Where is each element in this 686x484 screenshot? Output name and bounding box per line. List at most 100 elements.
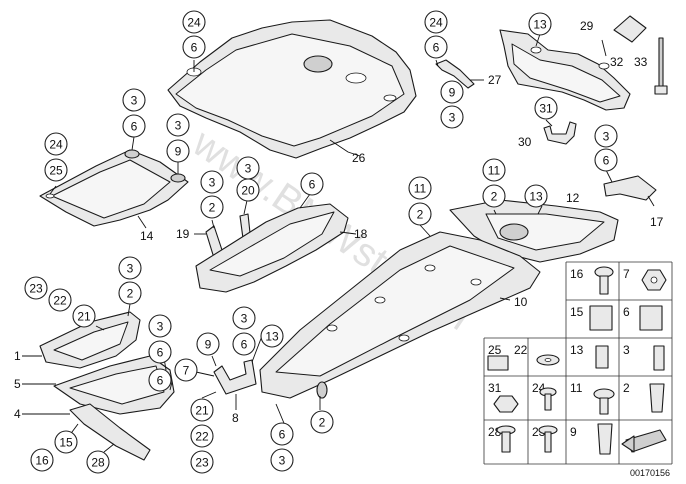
callout-21: 21 <box>72 304 96 328</box>
svg-text:7: 7 <box>183 364 190 378</box>
callout-24: 24 <box>424 10 448 34</box>
callout-21: 21 <box>190 398 214 422</box>
svg-text:3: 3 <box>449 111 456 125</box>
svg-text:6: 6 <box>279 428 286 442</box>
callout-11: 11 <box>408 176 432 200</box>
fastener-icons <box>487 266 667 455</box>
svg-text:13: 13 <box>533 18 547 32</box>
sleeve-icon <box>595 345 609 369</box>
part-14-shield <box>39 149 189 229</box>
callout-3: 3 <box>200 170 224 194</box>
svg-text:16: 16 <box>35 454 49 468</box>
svg-text:21: 21 <box>195 404 209 418</box>
part-30-bracket <box>543 121 577 145</box>
svg-text:24: 24 <box>429 16 443 30</box>
callout-13: 13 <box>260 324 284 348</box>
svg-text:9: 9 <box>449 86 456 100</box>
grid-label-31: 31 <box>488 381 502 395</box>
hex-nut-icon <box>493 395 519 413</box>
screw-icon <box>539 387 557 411</box>
callout-6: 6 <box>148 368 172 392</box>
plain-labels: 27 29 32 33 26 30 14 19 18 12 17 10 1 5 … <box>14 19 664 425</box>
svg-text:9: 9 <box>175 145 182 159</box>
svg-text:3: 3 <box>603 130 610 144</box>
bolt-washer-icon <box>593 388 615 415</box>
label-14: 14 <box>140 229 154 243</box>
callout-9: 9 <box>196 332 220 356</box>
grid-label-9: 9 <box>570 425 577 439</box>
grid-label-15: 15 <box>570 305 584 319</box>
clip-nut-icon <box>589 305 613 331</box>
svg-text:24: 24 <box>49 138 63 152</box>
part-32-plate <box>613 15 647 43</box>
grid-label-11: 11 <box>570 381 583 395</box>
part-4-strut <box>22 403 151 461</box>
svg-text:23: 23 <box>195 456 209 470</box>
grid-label-6: 6 <box>623 305 630 319</box>
rivet-icon <box>496 425 516 453</box>
label-17: 17 <box>650 215 664 229</box>
part-10-floor-panel <box>259 231 541 399</box>
expanding-nut-icon <box>597 423 613 455</box>
svg-text:15: 15 <box>59 436 73 450</box>
svg-text:13: 13 <box>529 190 543 204</box>
label-30: 30 <box>518 135 532 149</box>
svg-text:6: 6 <box>603 154 610 168</box>
svg-text:24: 24 <box>187 16 201 30</box>
part-26-shield <box>167 19 417 159</box>
grid-label-16: 16 <box>570 267 584 281</box>
callout-24: 24 <box>182 10 206 34</box>
svg-text:22: 22 <box>195 430 209 444</box>
svg-text:22: 22 <box>53 294 67 308</box>
svg-text:3: 3 <box>241 312 248 326</box>
svg-text:3: 3 <box>175 119 182 133</box>
callout-13: 13 <box>528 12 552 36</box>
part-1-panel <box>22 311 141 369</box>
grid-label-3: 3 <box>623 343 630 357</box>
nut-icon <box>641 269 667 291</box>
callout-6: 6 <box>148 340 172 364</box>
svg-text:6: 6 <box>191 41 198 55</box>
label-10: 10 <box>514 295 528 309</box>
label-32: 32 <box>610 55 624 69</box>
callout-6: 6 <box>182 35 206 59</box>
svg-text:2: 2 <box>209 201 216 215</box>
label-29: 29 <box>580 19 594 33</box>
svg-text:31: 31 <box>539 102 553 116</box>
callout-15: 15 <box>54 430 78 454</box>
label-33: 33 <box>634 55 648 69</box>
fastener-grid-labels: 16 7 15 6 25 22 13 3 31 24 21 11 2 28 23… <box>488 267 630 439</box>
callout-6: 6 <box>232 332 256 356</box>
bolt-icon <box>594 266 614 295</box>
grid-label-7: 7 <box>623 267 630 281</box>
callout-2: 2 <box>482 184 506 208</box>
label-27: 27 <box>488 73 502 87</box>
svg-text:9: 9 <box>205 338 212 352</box>
callout-23: 23 <box>24 276 48 300</box>
svg-text:2: 2 <box>417 208 424 222</box>
callout-3: 3 <box>148 314 172 338</box>
svg-text:28: 28 <box>91 456 105 470</box>
callout-6: 6 <box>300 172 324 196</box>
grid-label-25: 25 <box>488 343 502 357</box>
callout-16: 16 <box>30 448 54 472</box>
callout-2: 2 <box>310 410 334 434</box>
callout-6: 6 <box>594 148 618 172</box>
callout-3: 3 <box>118 256 142 280</box>
label-1: 1 <box>14 349 21 363</box>
callout-24: 24 <box>44 132 68 156</box>
expanding-nut-icon <box>649 383 665 413</box>
callout-22: 22 <box>190 424 214 448</box>
svg-text:6: 6 <box>309 178 316 192</box>
callout-25: 25 <box>44 158 68 182</box>
svg-text:6: 6 <box>157 374 164 388</box>
callout-11: 11 <box>482 158 506 182</box>
callout-23: 23 <box>190 450 214 474</box>
callout-9: 9 <box>166 139 190 163</box>
svg-text:3: 3 <box>209 176 216 190</box>
callout-3: 3 <box>594 124 618 148</box>
svg-text:11: 11 <box>488 164 501 178</box>
label-8: 8 <box>232 411 239 425</box>
callout-2: 2 <box>118 281 142 305</box>
figure-id: 00170156 <box>630 468 670 478</box>
